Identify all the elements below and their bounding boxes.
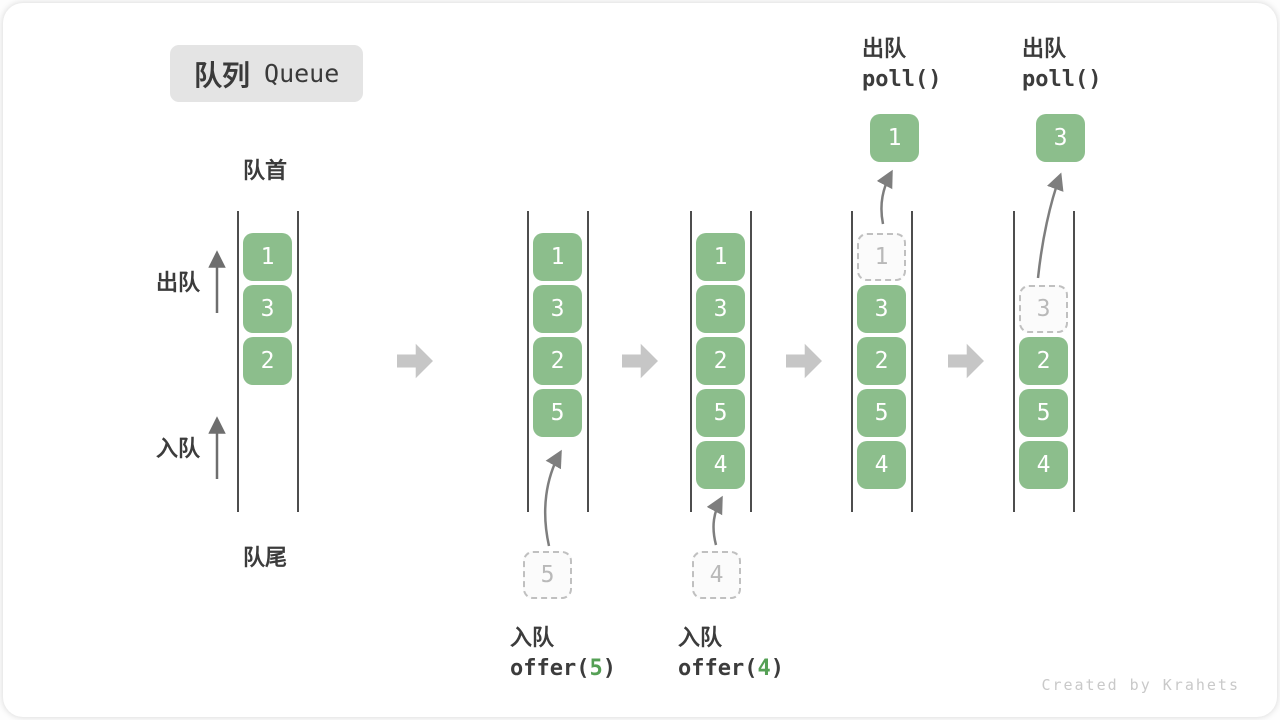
rail-line (690, 211, 692, 512)
dequeue-op-code: poll() (1022, 67, 1102, 92)
rail-line (1013, 211, 1015, 512)
queue-cell: 4 (1019, 441, 1068, 489)
code-arg: 4 (757, 656, 771, 681)
queue-cell: 3 (533, 285, 582, 333)
polled-cell: 1 (870, 114, 919, 162)
title-badge: 队列 Queue (170, 45, 364, 102)
code-suffix: ) (602, 656, 616, 681)
queue-cell: 1 (696, 233, 745, 281)
enqueue-op-label: 入队 (510, 625, 555, 650)
rail-line (851, 211, 853, 512)
queue-cell: 5 (1019, 389, 1068, 437)
staged-cell: 4 (692, 551, 741, 599)
rail-line (527, 211, 529, 512)
queue-cell: 3 (696, 285, 745, 333)
queue-cell: 1 (533, 233, 582, 281)
code-arg: 5 (589, 656, 603, 681)
dequeue-op-label: 出队 (862, 36, 907, 61)
dequeue-op-label: 出队 (1022, 36, 1067, 61)
queue-cell: 3 (857, 285, 906, 333)
title-zh: 队列 (194, 59, 251, 91)
queue-cell: 5 (696, 389, 745, 437)
enqueue-op-code: offer(5) (510, 656, 616, 681)
polled-cell: 3 (1036, 114, 1085, 162)
code-prefix: offer( (510, 656, 590, 681)
dequeue-op-code: poll() (862, 67, 942, 92)
queue-cell: 2 (243, 337, 292, 385)
rail-line (911, 211, 913, 512)
rail-line (297, 211, 299, 512)
title-en: Queue (264, 59, 340, 88)
enqueue-side-label: 入队 (156, 436, 201, 461)
queue-cell: 2 (696, 337, 745, 385)
ghost-cell: 1 (857, 233, 906, 281)
queue-cell: 2 (857, 337, 906, 385)
watermark: Created by Krahets (1041, 676, 1240, 694)
queue-cell: 2 (533, 337, 582, 385)
queue-cell: 2 (1019, 337, 1068, 385)
queue-cell: 3 (243, 285, 292, 333)
ghost-cell: 3 (1019, 285, 1068, 333)
dequeue-side-label: 出队 (156, 270, 201, 295)
queue-cell: 4 (857, 441, 906, 489)
queue-cell: 5 (533, 389, 582, 437)
queue-cell: 4 (696, 441, 745, 489)
rail-line (237, 211, 239, 512)
enqueue-op-label: 入队 (678, 625, 723, 650)
enqueue-op-code: offer(4) (678, 656, 784, 681)
code-suffix: ) (770, 656, 784, 681)
rail-line (587, 211, 589, 512)
staged-cell: 5 (523, 551, 572, 599)
queue-cell: 5 (857, 389, 906, 437)
queue-cell: 1 (243, 233, 292, 281)
rail-line (1073, 211, 1075, 512)
queue-rear-label: 队尾 (243, 545, 288, 570)
queue-front-label: 队首 (243, 158, 288, 183)
code-prefix: offer( (678, 656, 758, 681)
rail-line (750, 211, 752, 512)
